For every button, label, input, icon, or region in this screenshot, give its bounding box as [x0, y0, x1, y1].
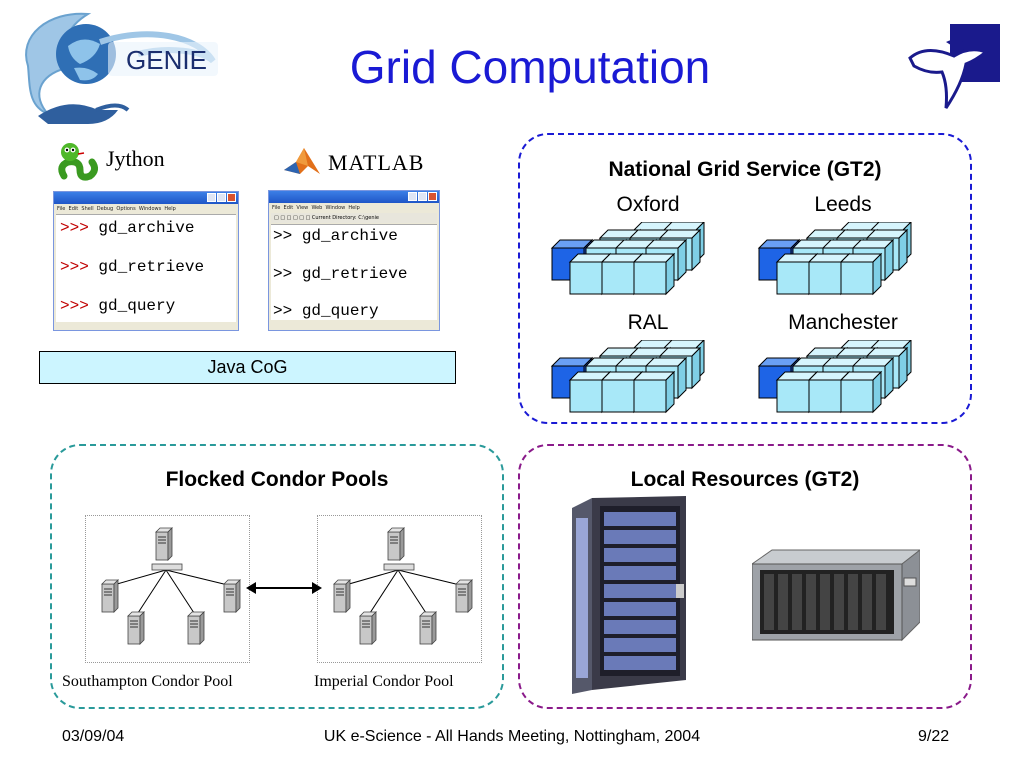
console-line: >> gd_retrieve [273, 265, 408, 283]
matlab-console[interactable]: >> gd_archive >> gd_retrieve >> gd_query [271, 224, 437, 320]
southampton-pool-caption: Southampton Condor Pool [62, 673, 233, 690]
condor-panel [50, 444, 504, 709]
close-icon[interactable] [227, 193, 236, 202]
jython-label: Jython [106, 146, 165, 171]
close-icon[interactable] [428, 192, 437, 201]
cluster-manchester [757, 340, 917, 414]
minimize-icon[interactable] [207, 193, 216, 202]
condor-title: Flocked Condor Pools [165, 468, 389, 491]
local-title: Local Resources (GT2) [630, 468, 860, 491]
slide-title: Grid Computation [349, 41, 711, 93]
cluster-oxford [550, 222, 710, 296]
matlab-membrane-icon [284, 148, 320, 174]
minimize-icon[interactable] [408, 192, 417, 201]
pool-network-icon [86, 516, 251, 664]
maximize-icon[interactable] [418, 192, 427, 201]
window-titlebar [54, 192, 238, 204]
matlab-window: File Edit View Web Window Help □ □ □ □ □… [268, 190, 440, 331]
southampton-pool-diagram [85, 515, 250, 663]
site-label-ral: RAL [627, 311, 669, 334]
site-label-leeds: Leeds [814, 193, 872, 216]
console-line: >> gd_query [273, 302, 379, 320]
pool-network-icon [318, 516, 483, 664]
python-snake-icon [58, 143, 99, 181]
site-label-oxford: Oxford [616, 193, 680, 216]
cluster-ral [550, 340, 710, 414]
dolphin-logo [908, 24, 1000, 109]
cluster-leeds [757, 222, 917, 296]
imperial-pool-caption: Imperial Condor Pool [314, 673, 454, 690]
jython-window: File Edit Shell Debug Options Windows He… [53, 191, 239, 331]
matlab-toolbar[interactable]: □ □ □ □ □ □ Current Directory: C:\genie [271, 213, 437, 223]
local-panel [518, 444, 972, 709]
console-line: >> gd_archive [273, 227, 398, 245]
console-line: >>> gd_retrieve [60, 258, 205, 276]
svg-text:GENIE: GENIE [126, 45, 207, 75]
window-menubar: File Edit View Web Window Help [272, 205, 360, 211]
footer-page-number: 9/22 [918, 728, 950, 745]
matlab-label: MATLAB [328, 150, 425, 175]
genie-logo: GENIE [25, 12, 218, 124]
java-cog-box: Java CoG [39, 351, 456, 384]
console-line: >>> gd_query [60, 297, 176, 315]
window-menubar: File Edit Shell Debug Options Windows He… [57, 206, 176, 212]
site-label-manchester: Manchester [788, 311, 898, 334]
supercomputer-rack-icon [572, 496, 686, 694]
window-titlebar [269, 191, 439, 203]
blade-server-icon [752, 549, 920, 642]
footer-center: UK e-Science - All Hands Meeting, Nottin… [323, 728, 701, 745]
ngs-title: National Grid Service (GT2) [608, 158, 882, 181]
ngs-panel [518, 133, 972, 424]
footer-date: 03/09/04 [62, 728, 125, 745]
imperial-pool-diagram [317, 515, 482, 663]
maximize-icon[interactable] [217, 193, 226, 202]
jython-console[interactable]: >>> gd_archive >>> gd_retrieve >>> gd_qu… [56, 214, 236, 322]
console-line: >>> gd_archive [60, 219, 195, 237]
double-arrow-icon [246, 582, 322, 594]
